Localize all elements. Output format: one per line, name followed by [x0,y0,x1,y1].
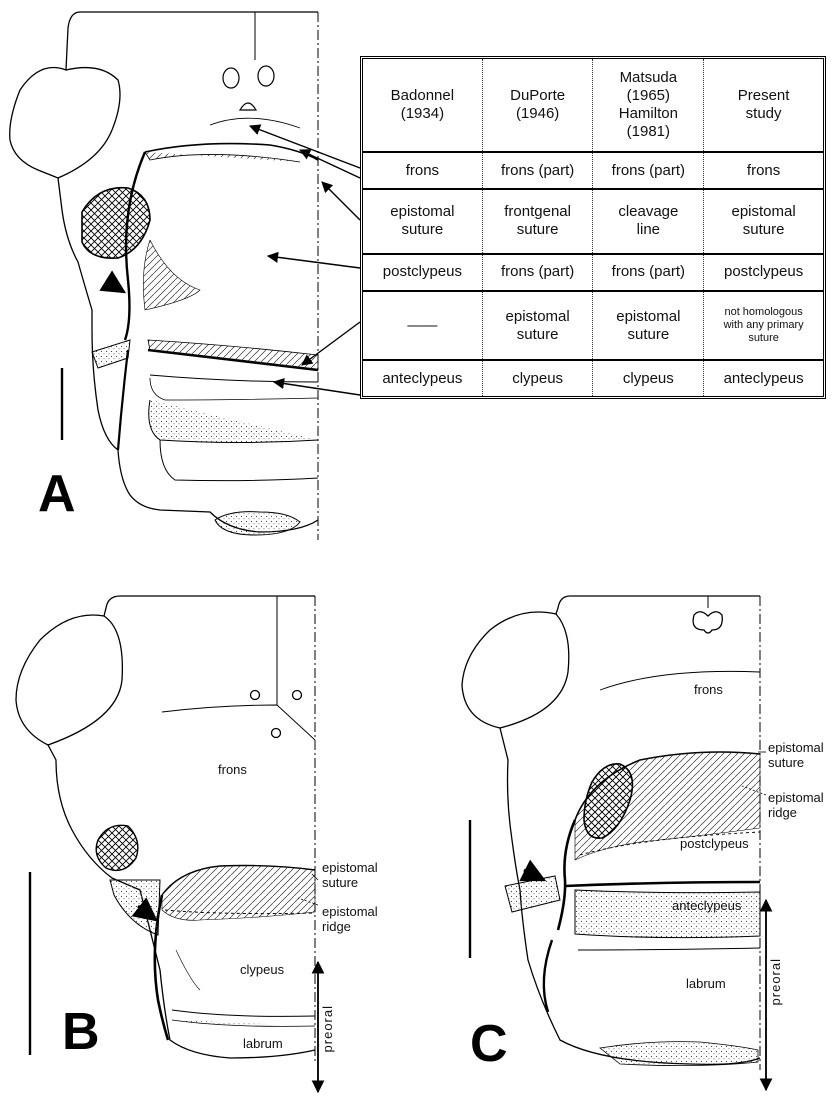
panel-c-label-labrum: labrum [686,976,726,991]
table-cell: anteclypeus [363,360,482,396]
comparison-table-grid: Badonnel (1934)DuPorte (1946)Matsuda (19… [363,59,823,396]
table-cell: frons (part) [482,254,593,291]
table-cell: anteclypeus [704,360,823,396]
panel-c-label-anteclypeus: anteclypeus [672,898,741,913]
panel-a-drawing [10,12,318,540]
table-row: ——epistomal sutureepistomal suturenot ho… [363,291,823,360]
figure-letter-c: C [470,1018,508,1070]
table-row: anteclypeusclypeusclypeusanteclypeus [363,360,823,396]
table-cell: cleavage line [593,189,704,254]
table-cell: epistomal suture [363,189,482,254]
table-cell: frontgenal suture [482,189,593,254]
panel-b-label-epistomal-suture: epistomal suture [322,860,378,890]
table-cell: epistomal suture [704,189,823,254]
panel-c-label-epistomal-suture: epistomal suture [768,740,824,770]
panel-b-label-epistomal-ridge: epistomal ridge [322,904,378,934]
panel-c-drawing [462,596,760,1070]
panel-b-label-clypeus: clypeus [240,962,284,977]
panel-b-label-labrum: labrum [243,1036,283,1051]
table-cell: clypeus [482,360,593,396]
table-header-cell: Matsuda (1965) Hamilton (1981) [593,59,704,152]
table-header-cell: Present study [704,59,823,152]
panel-b-drawing [16,596,315,1062]
table-cell: frons [363,152,482,189]
table-row: epistomal suturefrontgenal suturecleavag… [363,189,823,254]
table-header-cell: Badonnel (1934) [363,59,482,152]
table-cell: postclypeus [363,254,482,291]
table-cell: epistomal suture [482,291,593,360]
panel-b-label-preoral: preoral [320,1005,335,1052]
table-cell: postclypeus [704,254,823,291]
table-cell: frons (part) [482,152,593,189]
table-cell: epistomal suture [593,291,704,360]
table-header-cell: DuPorte (1946) [482,59,593,152]
table-cell: clypeus [593,360,704,396]
table-cell: frons (part) [593,152,704,189]
panel-c-label-postclypeus: postclypeus [680,836,749,851]
homology-comparison-table: Badonnel (1934)DuPorte (1946)Matsuda (19… [360,56,826,399]
panel-c-label-epistomal-ridge: epistomal ridge [768,790,824,820]
table-cell: —— [363,291,482,360]
panel-c-label-frons: frons [694,682,723,697]
panel-c-label-preoral: preoral [768,958,783,1005]
table-row: postclypeusfrons (part)frons (part)postc… [363,254,823,291]
table-cell: frons (part) [593,254,704,291]
panel-b-label-frons: frons [218,762,247,777]
figure-letter-a: A [38,468,76,520]
table-header-row: Badonnel (1934)DuPorte (1946)Matsuda (19… [363,59,823,152]
figure-letter-b: B [62,1006,100,1058]
table-row: fronsfrons (part)frons (part)frons [363,152,823,189]
table-cell: not homologous with any primary suture [704,291,823,360]
table-cell: frons [704,152,823,189]
